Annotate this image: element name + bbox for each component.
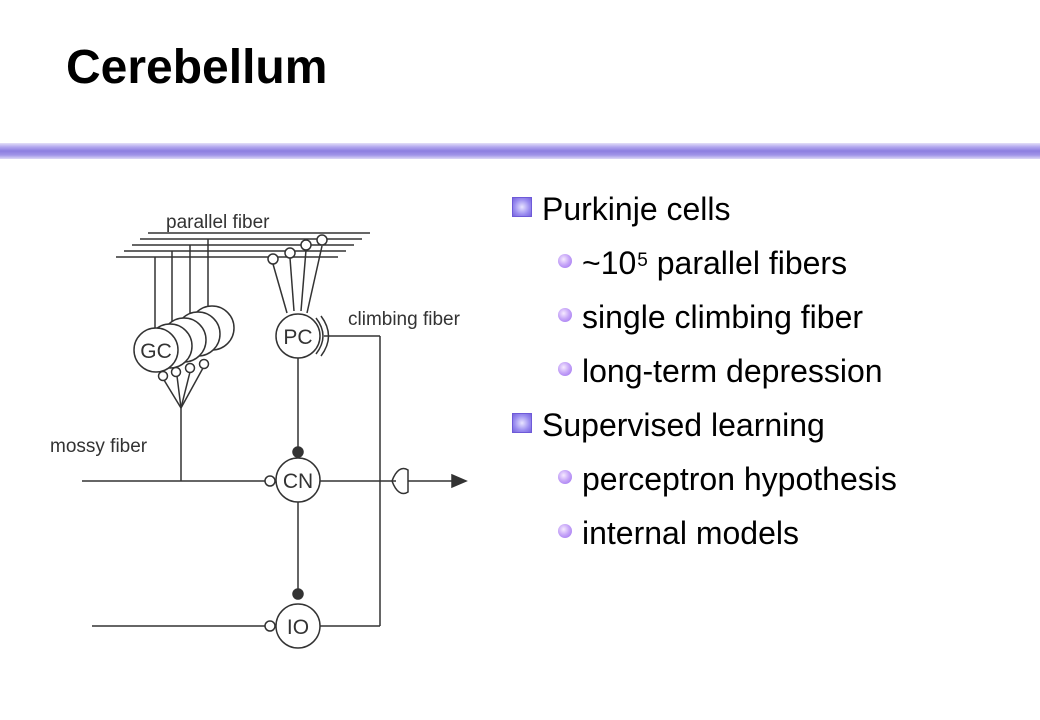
cn-label: CN <box>283 470 313 493</box>
bullet-text-suffix: parallel fibers <box>647 245 848 281</box>
bullet-text: Supervised learning <box>542 407 825 443</box>
pc-synapse <box>316 234 328 246</box>
bullet-text: long-term depression <box>582 353 883 389</box>
pc-synapse <box>284 247 296 259</box>
bullet-text: perceptron hypothesis <box>582 461 897 497</box>
io-label: IO <box>287 616 309 639</box>
exponent: 5 <box>637 250 648 271</box>
bullet-list: Purkinje cells ~105 parallel fibers sing… <box>512 182 897 560</box>
slide-title: Cerebellum <box>66 41 328 94</box>
sub-bullet-ltd: long-term depression <box>512 344 897 398</box>
cerebellum-circuit-diagram: parallel fiber climbing fiber mossy fibe… <box>50 212 468 649</box>
square-bullet-icon <box>512 413 532 433</box>
pc-label: PC <box>283 326 312 349</box>
sub-bullet-internal-models: internal models <box>512 506 897 560</box>
bullet-text: Purkinje cells <box>542 191 731 227</box>
bullet-purkinje-cells: Purkinje cells <box>512 182 897 236</box>
round-bullet-icon <box>558 308 572 322</box>
climbing-fiber-label: climbing fiber <box>348 309 461 330</box>
inhibitory-synapse <box>292 588 304 600</box>
round-bullet-icon <box>558 254 572 268</box>
round-bullet-icon <box>558 524 572 538</box>
bullet-supervised-learning: Supervised learning <box>512 398 897 452</box>
bullet-text: internal models <box>582 515 799 551</box>
parallel-fiber-label: parallel fiber <box>166 212 270 233</box>
bullet-text: single climbing fiber <box>582 299 864 335</box>
sub-bullet-perceptron: perceptron hypothesis <box>512 452 897 506</box>
pc-synapse <box>267 253 279 265</box>
square-bullet-icon <box>512 197 532 217</box>
bullet-text-prefix: ~10 <box>582 245 637 281</box>
round-bullet-icon <box>558 470 572 484</box>
gc-label: GC <box>140 340 172 363</box>
title-underline-bar <box>0 143 1040 159</box>
round-bullet-icon <box>558 362 572 376</box>
sub-bullet-climbing-fiber: single climbing fiber <box>512 290 897 344</box>
inhibitory-synapse <box>292 446 304 458</box>
sub-bullet-parallel-fibers: ~105 parallel fibers <box>512 236 897 290</box>
mossy-fiber-label: mossy fiber <box>50 436 148 457</box>
gc-cell <box>133 327 179 373</box>
pc-synapse <box>300 239 312 251</box>
